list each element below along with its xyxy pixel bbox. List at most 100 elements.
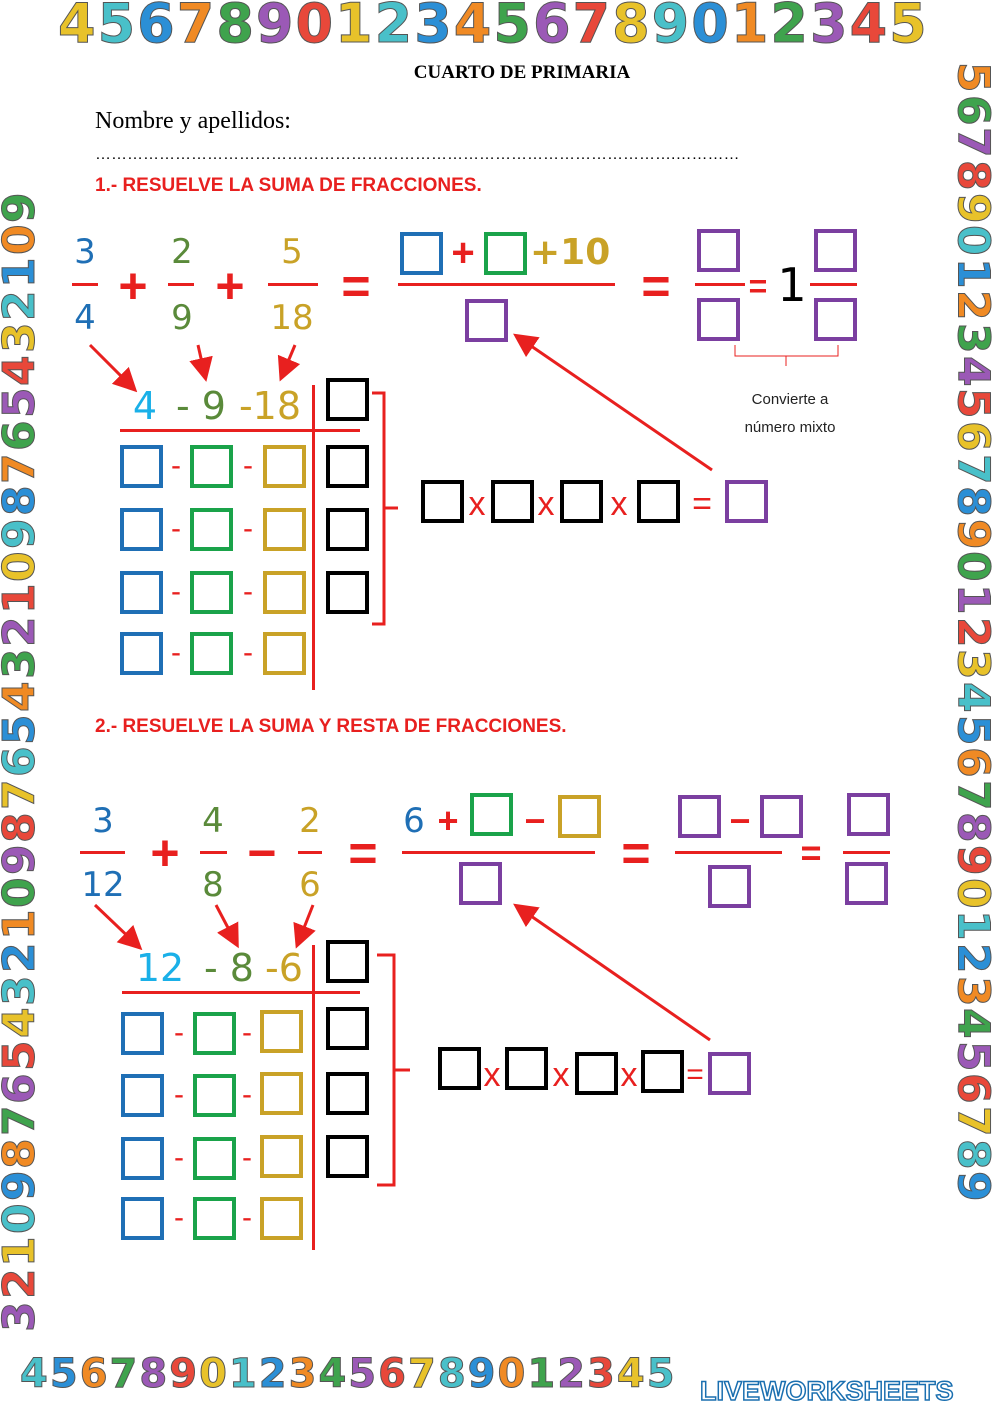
border-digit: 1 (947, 584, 999, 618)
answer-box[interactable] (190, 571, 233, 614)
answer-box[interactable] (190, 632, 233, 675)
border-digit: 3 (414, 0, 454, 55)
answer-box[interactable] (708, 1052, 751, 1095)
border-digit: 2 (770, 0, 810, 55)
answer-box[interactable] (560, 480, 603, 523)
answer-box[interactable] (120, 571, 163, 614)
answer-box[interactable] (260, 1010, 303, 1053)
border-digit: 7 (947, 453, 999, 487)
answer-box[interactable] (193, 1137, 236, 1180)
answer-box[interactable] (263, 445, 306, 488)
hint-line1: Convierte a (751, 391, 829, 408)
answer-box[interactable] (697, 229, 740, 272)
dash-sign: - (171, 636, 181, 669)
answer-box[interactable] (263, 508, 306, 551)
answer-box[interactable] (326, 378, 369, 421)
hint-line2: número mixto (744, 419, 836, 436)
answer-box[interactable] (326, 1135, 369, 1178)
answer-box[interactable] (326, 1007, 369, 1050)
answer-box[interactable] (845, 862, 888, 905)
answer-box[interactable] (438, 1047, 481, 1090)
border-digit: 8 (947, 159, 999, 193)
answer-box[interactable] (491, 480, 534, 523)
answer-box[interactable] (193, 1197, 236, 1240)
answer-box[interactable] (326, 1072, 369, 1115)
answer-box[interactable] (470, 793, 513, 836)
answer-box[interactable] (263, 571, 306, 614)
border-digit: 3 (288, 1351, 319, 1397)
border-digit: 0 (497, 1351, 528, 1397)
border-digit: 4 (849, 0, 890, 55)
border-digit: 8 (947, 812, 999, 846)
answer-box[interactable] (459, 862, 502, 905)
answer-box[interactable] (558, 795, 601, 838)
answer-box[interactable] (484, 232, 527, 275)
answer-box[interactable] (121, 1197, 164, 1240)
border-digit: 1 (527, 1351, 558, 1397)
answer-box[interactable] (120, 508, 163, 551)
name-input-line[interactable]: ……………………………………………………………………………………………….………… (95, 146, 740, 163)
border-digit: 2 (947, 290, 999, 324)
minus-sign: − (729, 800, 751, 841)
equals-sign: = (800, 832, 822, 873)
dash-sign: - (174, 1201, 184, 1234)
answer-box[interactable] (190, 508, 233, 551)
answer-box[interactable] (847, 793, 890, 836)
answer-box[interactable] (120, 632, 163, 675)
answer-box[interactable] (678, 795, 721, 838)
answer-box[interactable] (697, 298, 740, 341)
border-digit: 1 (947, 910, 999, 944)
answer-box[interactable] (505, 1047, 548, 1090)
answer-box[interactable] (190, 445, 233, 488)
answer-box[interactable] (725, 480, 768, 523)
answer-box[interactable] (421, 480, 464, 523)
answer-box[interactable] (260, 1072, 303, 1115)
answer-box[interactable] (637, 480, 680, 523)
answer-box[interactable] (575, 1052, 618, 1095)
answer-box[interactable] (708, 865, 751, 908)
answer-box[interactable] (400, 232, 443, 275)
border-digit: 6 (378, 1351, 408, 1397)
border-digit: 7 (947, 1106, 999, 1140)
division-factor-b: - 9 (176, 384, 226, 428)
border-digit: 0 (947, 225, 999, 259)
dash-sign: - (243, 575, 253, 608)
dash-sign: - (243, 449, 253, 482)
answer-box[interactable] (465, 299, 508, 342)
answer-box[interactable] (326, 571, 369, 614)
answer-box[interactable] (326, 508, 369, 551)
answer-box[interactable] (121, 1012, 164, 1055)
answer-box[interactable] (760, 795, 803, 838)
fraction2-denominator: 9 (171, 298, 193, 338)
answer-box[interactable] (121, 1074, 164, 1117)
answer-box[interactable] (641, 1050, 684, 1093)
answer-box[interactable] (326, 940, 369, 983)
fraction3-numerator: 5 (281, 232, 303, 272)
division-factor-c: -18 (238, 384, 302, 428)
answer-box[interactable] (814, 229, 857, 272)
answer-box[interactable] (326, 445, 369, 488)
dash-sign: - (243, 512, 253, 545)
answer-box[interactable] (193, 1012, 236, 1055)
border-digit: 7 (176, 0, 217, 55)
answer-box[interactable] (260, 1135, 303, 1178)
answer-box[interactable] (120, 445, 163, 488)
border-digit: 2 (947, 942, 999, 976)
answer-box[interactable] (260, 1197, 303, 1240)
equals-sign: = (348, 825, 378, 881)
border-digit: 5 (97, 0, 138, 55)
equals-sign: = (692, 485, 712, 523)
answer-box[interactable] (193, 1074, 236, 1117)
equals-sign: = (748, 268, 768, 304)
answer-box[interactable] (814, 298, 857, 341)
answer-box[interactable] (121, 1137, 164, 1180)
equals-sign: = (621, 825, 651, 881)
fraction-bar (72, 283, 98, 286)
border-digit: 9 (169, 1351, 200, 1397)
border-digit: 4 (947, 1008, 999, 1042)
number-border-right: 56789012345678901234567890123456789 (947, 62, 999, 1332)
answer-box[interactable] (263, 632, 306, 675)
fraction3-denominator: 18 (270, 298, 314, 338)
border-digit: 4 (318, 1351, 349, 1397)
